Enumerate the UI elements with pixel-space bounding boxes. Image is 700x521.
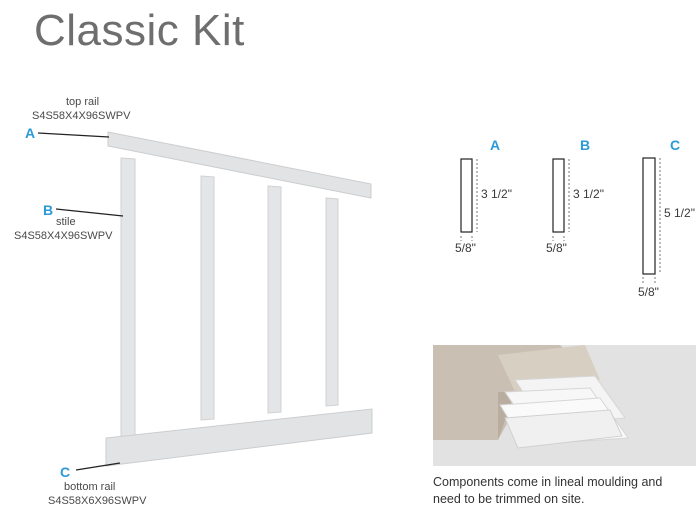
stile-3 bbox=[267, 185, 282, 414]
page-title: Classic Kit bbox=[34, 6, 245, 55]
caption-line-1: Components come in lineal moulding and bbox=[433, 475, 663, 489]
profile-b-height: 3 1/2" bbox=[573, 187, 604, 201]
profile-a-rect bbox=[460, 158, 473, 233]
top-rail-sku: S4S58X4X96SWPV bbox=[32, 110, 131, 122]
profile-a-letter: A bbox=[490, 137, 501, 153]
profile-b-width: 5/8" bbox=[546, 241, 567, 255]
profile-b-rect bbox=[552, 158, 565, 233]
leader-line-c bbox=[75, 462, 121, 471]
top-rail-letter: A bbox=[25, 125, 36, 141]
stile-2 bbox=[200, 175, 215, 421]
profile-a-width: 5/8" bbox=[455, 241, 476, 255]
profile-c-width: 5/8" bbox=[638, 285, 659, 299]
photo-caption: Components come in lineal moulding and n… bbox=[433, 474, 662, 508]
bottom-rail-name: bottom rail bbox=[64, 481, 116, 493]
product-photo bbox=[433, 345, 696, 466]
leader-line-a bbox=[37, 132, 110, 138]
profile-b-letter: B bbox=[580, 137, 591, 153]
leader-line-b bbox=[55, 208, 124, 217]
top-rail-name: top rail bbox=[66, 96, 100, 108]
stile-1 bbox=[120, 157, 136, 442]
top-rail bbox=[107, 131, 372, 199]
profile-c-height: 5 1/2" bbox=[664, 206, 695, 220]
bottom-rail bbox=[105, 408, 373, 467]
stile-name: stile bbox=[56, 216, 76, 228]
bottom-rail-letter: C bbox=[60, 464, 71, 480]
stile-4 bbox=[325, 197, 339, 407]
bottom-rail-sku: S4S58X6X96SWPV bbox=[48, 495, 147, 507]
profile-a-height: 3 1/2" bbox=[481, 187, 512, 201]
profile-c-rect bbox=[642, 157, 656, 275]
stile-sku: S4S58X4X96SWPV bbox=[14, 230, 113, 242]
profile-c-letter: C bbox=[670, 137, 681, 153]
stile-letter: B bbox=[43, 202, 54, 218]
caption-line-2: need to be trimmed on site. bbox=[433, 492, 585, 506]
